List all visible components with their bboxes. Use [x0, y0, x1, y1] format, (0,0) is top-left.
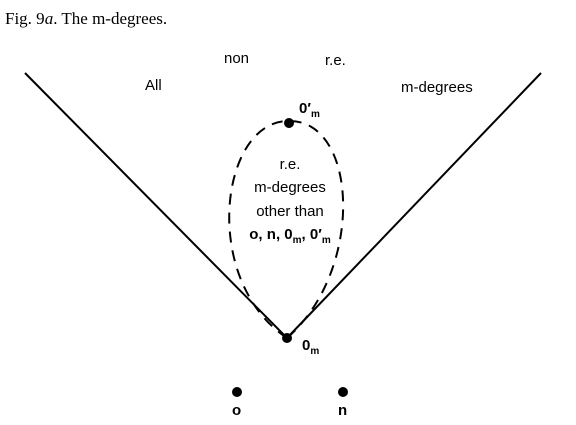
n-point — [338, 387, 348, 397]
center-line-3: other than — [256, 203, 324, 220]
left-boundary-line — [24, 72, 288, 339]
figure-caption: Fig. 9a. The m-degrees. — [5, 9, 167, 29]
right-boundary-line — [286, 72, 542, 339]
o-point — [232, 387, 242, 397]
label-all: All — [145, 77, 162, 94]
zero-m-point — [282, 333, 292, 343]
zero-m-label: 0m — [302, 337, 320, 357]
center-line-2: m-degrees — [254, 179, 326, 196]
label-m-degrees: m-degrees — [401, 79, 473, 96]
n-label: n — [338, 402, 348, 419]
figure-title: The m-degrees. — [61, 9, 168, 28]
center-line-4: o, n, 0m, 0′m — [249, 226, 331, 246]
o-label: o — [232, 402, 242, 419]
zero-prime-m-label: 0′m — [299, 100, 320, 120]
figure-number: Fig. 9a. — [5, 9, 58, 28]
label-re-top: r.e. — [325, 52, 346, 69]
center-line-1: r.e. — [279, 156, 301, 173]
zero-prime-m-point — [284, 118, 294, 128]
label-non: non — [224, 50, 250, 67]
re-region-dashed-boundary — [228, 119, 345, 340]
